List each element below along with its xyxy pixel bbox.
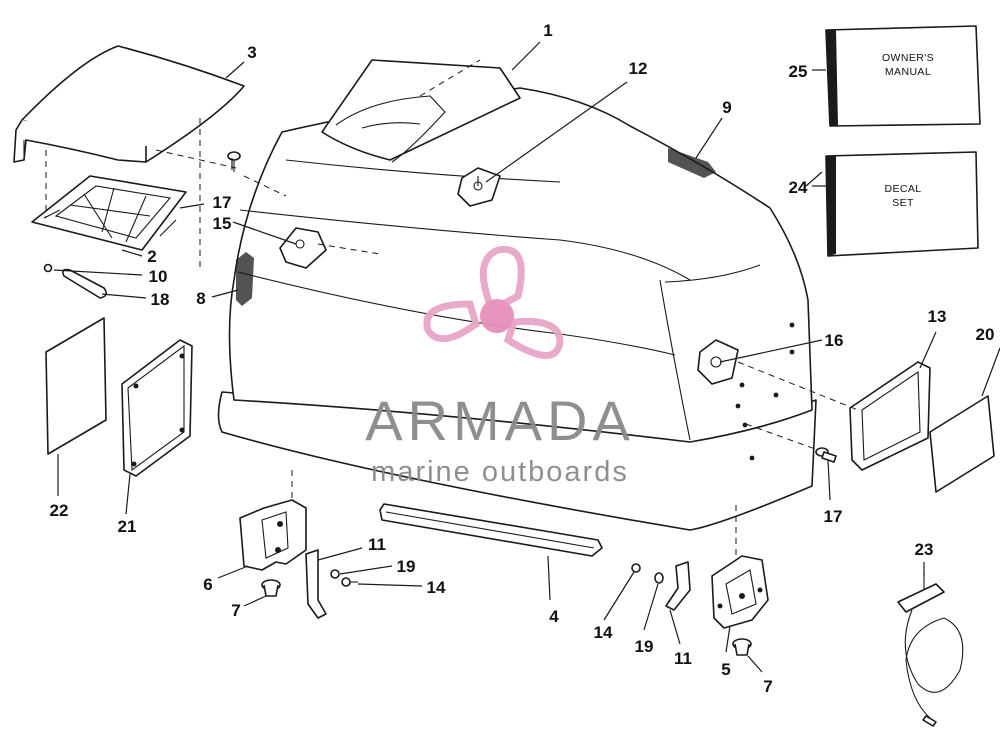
callout-17-right: 17 [824,507,843,526]
callout-3: 3 [247,43,256,62]
rub-strip-4 [379,503,603,557]
owners-manual-box [825,25,981,127]
clip-11-right [665,561,691,611]
callout-16: 16 [825,331,844,350]
decal-set-box [825,151,979,257]
callout-8: 8 [196,289,205,308]
watermark-tagline: marine outboards [371,456,629,488]
callout-25: 25 [789,62,808,81]
washer-19-left [330,569,340,579]
pin-17-right [815,447,837,463]
grommet-7-right [732,638,752,656]
screw-14-left [341,577,358,587]
callout-numbers: 1 3 12 9 25 24 17 15 2 10 18 8 16 13 20 … [50,21,995,696]
callout-24: 24 [789,178,808,197]
latch-15 [279,227,327,269]
manual-label-line1: OWNER'S [882,52,934,64]
watermark-brand: ARMADA [365,389,635,452]
frame-13 [849,361,931,471]
callout-12: 12 [629,59,648,78]
armada-logo: ARMADA marine outboards [365,245,635,488]
callout-10: 10 [149,267,168,286]
grille-plate [31,175,187,251]
callout-7-left: 7 [231,601,240,620]
latch-16 [697,339,739,385]
bumper-18 [62,268,108,299]
callout-19-right: 19 [635,637,654,656]
callout-6: 6 [203,575,212,594]
washer-19-right [654,572,664,584]
callout-19-left: 19 [397,557,416,576]
callout-11-right: 11 [674,649,692,668]
callout-1: 1 [543,21,552,40]
callout-15: 15 [213,214,232,233]
callout-18: 18 [151,290,170,309]
lanyard-23 [897,572,964,727]
decal-label-line2: SET [892,197,914,209]
callout-2: 2 [147,247,156,266]
sheet-20 [929,395,995,493]
callout-17-top: 17 [213,193,232,212]
callout-5: 5 [721,660,730,679]
screw-10 [43,263,53,273]
callout-20: 20 [976,325,995,344]
callout-11-left: 11 [368,535,386,554]
callout-7-right: 7 [763,677,772,696]
manual-label-line2: MANUAL [885,66,931,78]
screw-17-top [227,151,241,172]
clip-11-left [305,549,327,619]
leader-lines [53,41,1000,673]
callout-21: 21 [118,517,137,536]
propeller-icon [423,245,564,359]
decal-label-line1: DECAL [884,183,921,195]
grommet-7-left [261,579,281,597]
callout-22: 22 [50,501,69,520]
callout-4: 4 [549,607,559,626]
top-cap [13,45,245,163]
callout-23: 23 [915,540,934,559]
bracket-5 [711,555,769,629]
latch-12 [457,167,501,207]
callout-13: 13 [928,307,947,326]
screw-14-right [631,563,641,573]
gasket-sheet-22 [45,317,107,455]
callout-14-left: 14 [427,578,446,597]
alignment-lines [45,59,859,556]
callout-14-right: 14 [594,623,613,642]
callout-9: 9 [722,98,731,117]
plate-21 [121,339,193,477]
bracket-6 [239,499,307,571]
